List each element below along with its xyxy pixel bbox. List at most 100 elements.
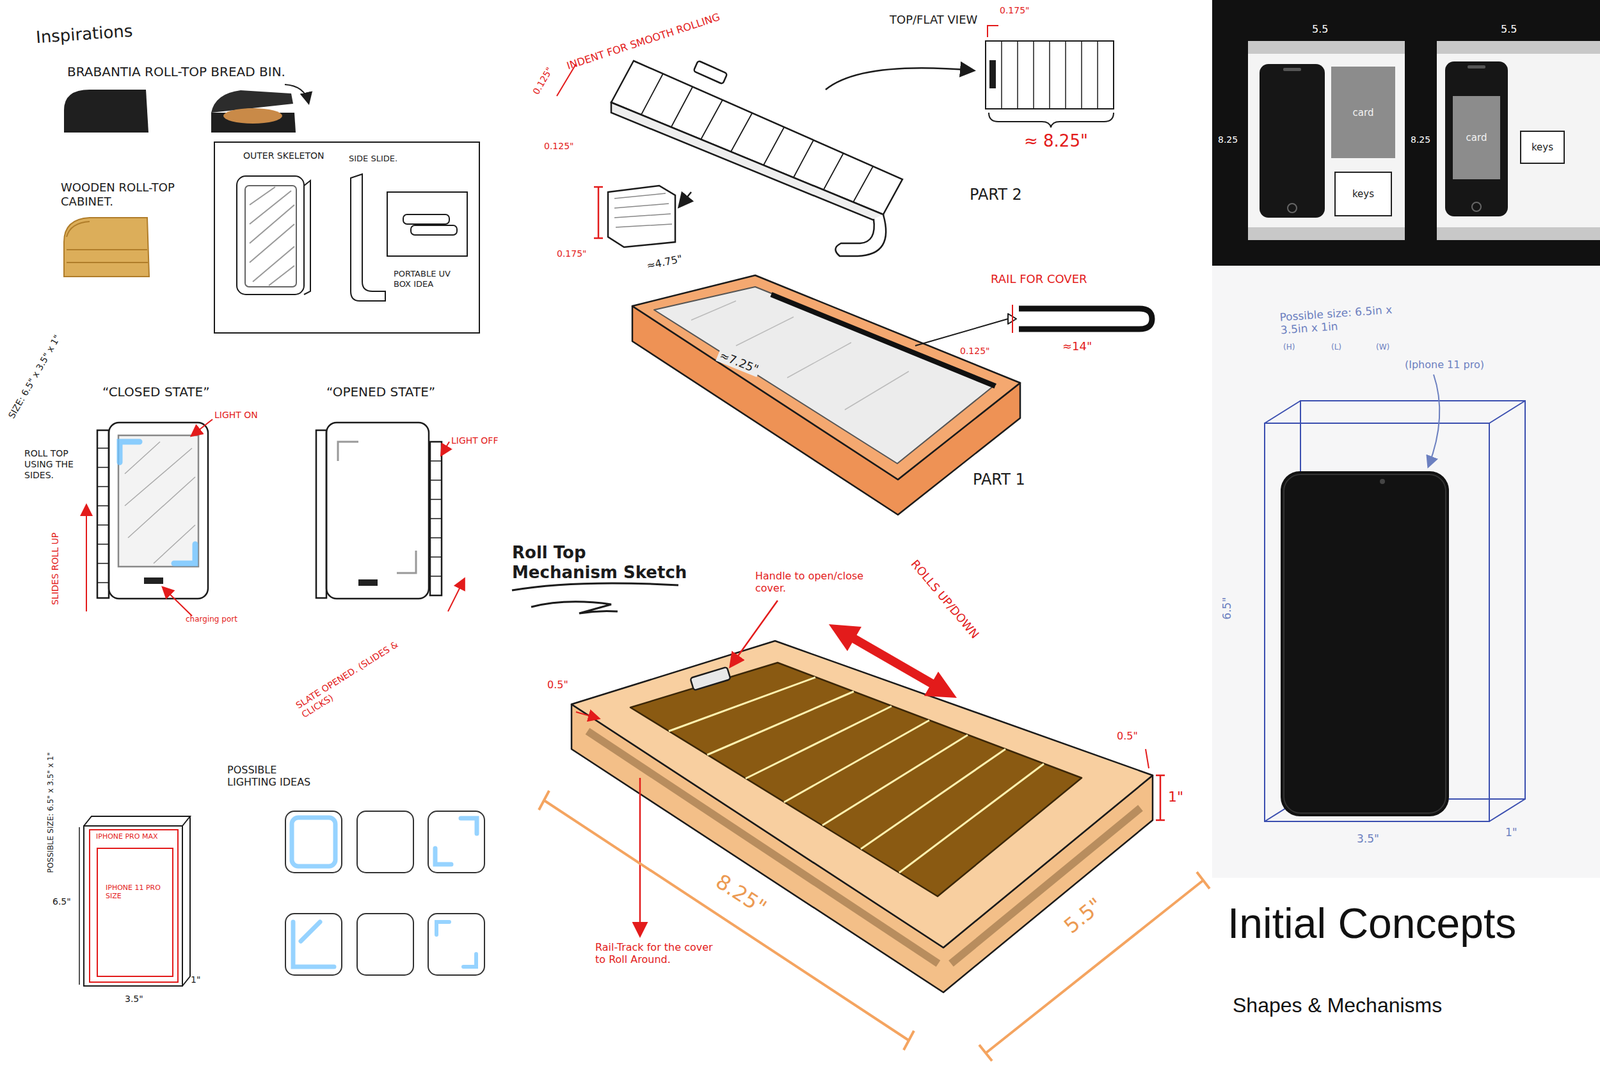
opened-state-sketch-part — [326, 422, 429, 599]
mechanism-title-underline-part — [512, 583, 679, 591]
layout-panel-part — [1436, 40, 1600, 240]
sketch-label: PART 1 — [972, 470, 1026, 489]
sketch-label: POSSIBLE SIZE: 6.5" x 3.5" x 1" — [46, 752, 56, 873]
layout-item-box: card — [1331, 66, 1396, 159]
wooden-cabinet-photo — [64, 217, 150, 277]
layout-item-box: card — [1452, 96, 1501, 180]
opened-state-sketch-part — [430, 441, 442, 596]
sketch-label: (Iphone 11 pro) — [1404, 358, 1485, 371]
mechanism-callouts-part — [924, 671, 957, 698]
mechanism-callouts-part — [538, 790, 914, 1050]
closed-state-sketch-part — [97, 430, 109, 598]
mechanism-title-underline-part — [531, 601, 618, 614]
closed-state-sketch-part — [192, 419, 213, 436]
sketch-label: IPHONE 11 PRO SIZE — [105, 883, 170, 900]
top-flat-view-part — [985, 40, 1114, 109]
layout-panel-part — [1212, 0, 1600, 266]
sketch-label: BRABANTIA ROLL-TOP BREAD BIN. — [67, 64, 286, 80]
sketch-label: 0.5" — [1116, 729, 1138, 742]
cover-part-2-part — [825, 67, 973, 90]
layout-panel-part — [1248, 227, 1405, 240]
sketch-label: 3.5" — [1356, 832, 1380, 845]
phone-size-photo-part-part — [1264, 400, 1526, 822]
opened-state-sketch-part — [430, 460, 442, 576]
skeleton-sketch-part — [245, 185, 297, 287]
layout-panel-part — [1436, 40, 1600, 54]
opened-state-sketch-part — [448, 579, 464, 612]
sketch-label: ≈4.75" — [645, 252, 684, 272]
mechanism-callouts-part — [979, 871, 1210, 1061]
sketch-label: “OPENED STATE” — [326, 384, 436, 400]
cover-part-2-part — [641, 73, 873, 203]
phone-size-photo-part — [1283, 474, 1446, 813]
layout-panel-part — [1248, 40, 1405, 54]
base-part-1 — [632, 275, 1021, 515]
closed-state-sketch-part — [174, 544, 196, 564]
lighting-idea-tiles-part — [428, 810, 485, 873]
bread-bin-photo-part — [223, 108, 283, 124]
phone-size-photo-part — [1379, 478, 1385, 484]
layout-panel-part — [1259, 64, 1325, 218]
base-part-1-part — [771, 294, 996, 386]
size-box-sketch-part — [78, 826, 80, 985]
lighting-idea-tiles-part — [435, 817, 477, 864]
closed-state-sketch-part — [144, 577, 164, 584]
sketch-label: INDENT FOR SMOOTH ROLLING — [565, 10, 722, 73]
cover-rail-part — [1018, 308, 1152, 329]
sketch-label: IPHONE PRO MAX — [96, 832, 158, 841]
top-flat-view-part — [987, 25, 999, 38]
wooden-cabinet-photo-part — [64, 217, 150, 277]
sketch-label: RAIL FOR COVER — [990, 272, 1088, 287]
opened-state-sketch-part — [337, 441, 416, 573]
mechanism-callouts-part — [576, 711, 599, 719]
bread-bin-photo-part — [64, 89, 149, 133]
base-part-1-part — [654, 286, 996, 464]
closed-state-sketch-part — [163, 587, 192, 616]
sketch-label: 1" — [1505, 825, 1518, 839]
layout-panel-part — [1472, 202, 1481, 212]
skeleton-sketch-part — [249, 186, 295, 286]
skeleton-sketch-part — [387, 192, 468, 256]
sketch-label: 0.125" — [544, 140, 575, 152]
mechanism-callouts — [538, 600, 1210, 1061]
top-flat-view-part — [988, 112, 1114, 128]
size-box-sketch-part — [83, 816, 191, 986]
roll-top-mechanism-part — [630, 662, 1082, 896]
layout-panel-part — [1283, 67, 1302, 72]
sketch-label: POSSIBLE LIGHTING IDEAS — [227, 763, 324, 788]
cover-part-2-part — [693, 60, 728, 85]
item-name: keys — [1352, 188, 1375, 200]
sketch-label: SLIDES ROLL UP — [49, 532, 61, 605]
lighting-idea-tiles-part — [285, 810, 342, 873]
layout-panel-part — [1287, 203, 1297, 213]
sketch-label: Inspirations — [35, 21, 134, 48]
sketch-label: 6.5" — [52, 896, 72, 907]
sketch-label: ROLLS UP/DOWN — [908, 556, 982, 641]
skeleton-sketch-part — [410, 225, 457, 235]
sketch-label: 5.5" — [1059, 892, 1108, 939]
closed-state-sketch-part — [85, 505, 88, 612]
sketch-label: 5.5 — [1312, 23, 1328, 36]
layout-panel-part — [1467, 65, 1486, 69]
top-flat-view-part — [990, 60, 996, 88]
sketch-label: 0.125" — [530, 65, 555, 97]
sketch-label: SIZE: 6.5" x 3.5" x 1" — [6, 332, 63, 420]
size-box-sketch-part — [97, 848, 173, 976]
opened-state-sketch-part — [316, 430, 327, 598]
skeleton-sketch-part — [214, 142, 480, 333]
sketch-label: (H) — [1283, 342, 1295, 352]
closed-state-sketch-part — [108, 422, 208, 599]
mechanism-callouts-part — [1145, 748, 1149, 768]
sketch-label: PART 2 — [969, 185, 1023, 205]
wooden-cabinet-photo-part — [66, 221, 148, 263]
opened-state-sketch — [316, 422, 464, 612]
roll-top-mechanism — [571, 640, 1153, 992]
sketch-label: charging port — [185, 614, 238, 624]
sketch-label: TOP/FLAT VIEW — [889, 12, 986, 27]
sketch-label: 0.175" — [556, 248, 587, 260]
cover-part-2-part — [593, 186, 603, 239]
sketch-label: LIGHT OFF — [451, 435, 498, 447]
phone-size-photo-part — [1264, 400, 1526, 822]
sketch-label: 8.25 — [1410, 134, 1431, 146]
